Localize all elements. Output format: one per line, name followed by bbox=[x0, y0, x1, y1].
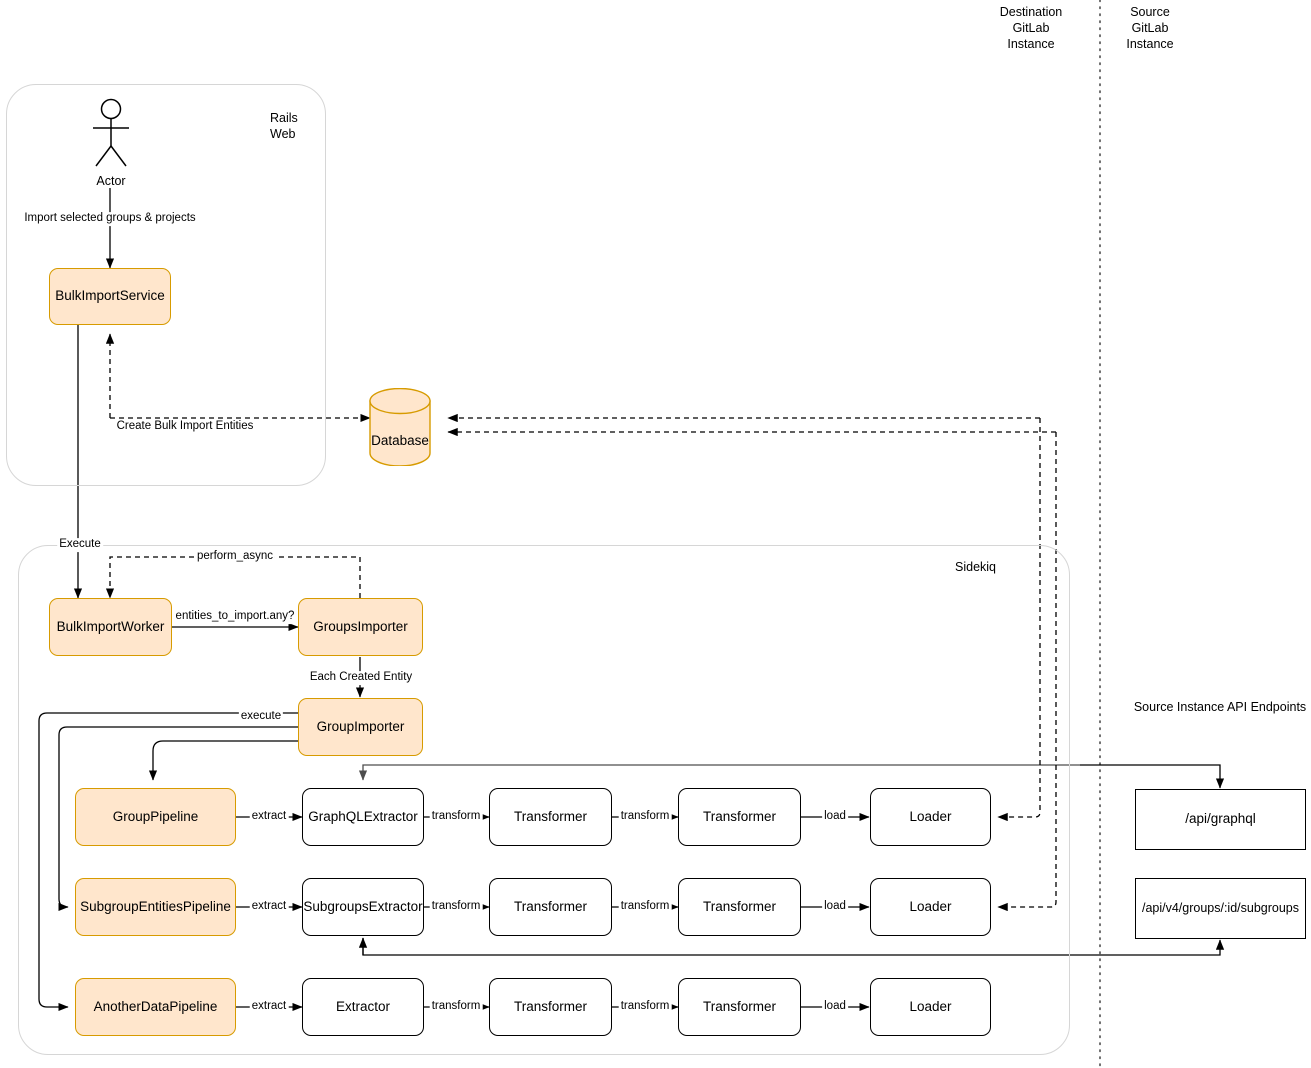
edge-label-transform-r3a: transform bbox=[429, 1000, 483, 1014]
destination-instance-label: Destination GitLab Instance bbox=[999, 5, 1063, 51]
edge-label-import-selected: Import selected groups & projects bbox=[22, 212, 198, 226]
actor-figure bbox=[82, 98, 140, 175]
zone-sidekiq bbox=[18, 545, 1070, 1055]
edge-label-transform-r1b: transform bbox=[618, 810, 672, 824]
edge-label-transform-r2b: transform bbox=[618, 900, 672, 914]
node-transformer-r1a[interactable]: Transformer bbox=[489, 788, 612, 846]
edge-label-load-r3: load bbox=[822, 1000, 848, 1014]
node-group-importer[interactable]: GroupImporter bbox=[298, 698, 423, 756]
node-subgroups-extractor[interactable]: SubgroupsExtractor bbox=[302, 878, 424, 936]
zone-sidekiq-label: Sidekiq bbox=[955, 560, 996, 574]
node-transformer-r2b[interactable]: Transformer bbox=[678, 878, 801, 936]
node-database[interactable] bbox=[369, 387, 431, 471]
node-graphql-extractor[interactable]: GraphQLExtractor bbox=[302, 788, 424, 846]
node-group-pipeline[interactable]: GroupPipeline bbox=[75, 788, 236, 846]
node-transformer-r2a[interactable]: Transformer bbox=[489, 878, 612, 936]
node-loader-r1[interactable]: Loader bbox=[870, 788, 991, 846]
node-transformer-r1b[interactable]: Transformer bbox=[678, 788, 801, 846]
edge-label-extract-r1: extract bbox=[249, 810, 289, 824]
actor-label: Actor bbox=[96, 174, 126, 188]
node-bulk-import-service[interactable]: BulkImportService bbox=[49, 268, 171, 325]
edge-label-load-r2: load bbox=[822, 900, 848, 914]
edge-label-execute: execute bbox=[238, 710, 284, 724]
node-bulk-import-worker[interactable]: BulkImportWorker bbox=[49, 598, 172, 656]
edge-label-entities-to-import: entities_to_import.any? bbox=[173, 610, 297, 624]
node-groups-importer[interactable]: GroupsImporter bbox=[298, 598, 423, 656]
node-another-data-pipeline[interactable]: AnotherDataPipeline bbox=[75, 978, 236, 1036]
edge-label-load-r1: load bbox=[822, 810, 848, 824]
edge-label-extract-r3: extract bbox=[249, 1000, 289, 1014]
edge-label-transform-r2a: transform bbox=[429, 900, 483, 914]
edge-label-create-bulk-import-entities: Create Bulk Import Entities bbox=[114, 420, 256, 434]
edge-label-execute-top: Execute bbox=[57, 538, 103, 552]
zone-rails-web-label: Rails Web bbox=[270, 111, 298, 141]
node-loader-r3[interactable]: Loader bbox=[870, 978, 991, 1036]
node-subgroup-entities-pipeline[interactable]: SubgroupEntitiesPipeline bbox=[75, 878, 236, 936]
node-api-subgroups[interactable]: /api/v4/groups/:id/subgroups bbox=[1135, 878, 1306, 939]
node-transformer-r3b[interactable]: Transformer bbox=[678, 978, 801, 1036]
edge-label-perform-async: perform_async bbox=[194, 550, 276, 564]
node-loader-r2[interactable]: Loader bbox=[870, 878, 991, 936]
node-api-graphql[interactable]: /api/graphql bbox=[1135, 789, 1306, 850]
node-database-label: Database bbox=[371, 433, 429, 448]
edge-label-each-created-entity: Each Created Entity bbox=[307, 671, 415, 685]
api-endpoints-title: Source Instance API Endpoints bbox=[1133, 700, 1307, 714]
node-extractor-r3[interactable]: Extractor bbox=[302, 978, 424, 1036]
edge-label-transform-r1a: transform bbox=[429, 810, 483, 824]
zone-rails-web bbox=[6, 84, 326, 486]
edge-label-extract-r2: extract bbox=[249, 900, 289, 914]
node-transformer-r3a[interactable]: Transformer bbox=[489, 978, 612, 1036]
edge-label-transform-r3b: transform bbox=[618, 1000, 672, 1014]
source-instance-label: Source GitLab Instance bbox=[1126, 5, 1174, 51]
